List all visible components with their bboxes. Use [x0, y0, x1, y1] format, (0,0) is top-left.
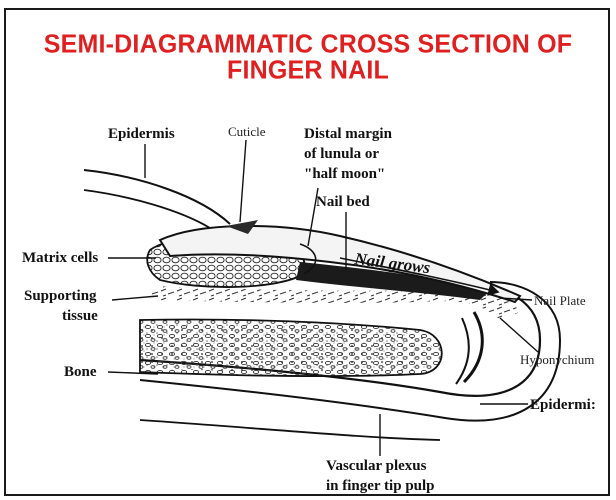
epidermis-fold	[84, 170, 230, 224]
vascular-arrow-1	[464, 312, 482, 382]
label-nail-plate: Nail Plate	[534, 293, 586, 308]
epidermis-fold-inner	[84, 190, 210, 228]
label-distal-margin-2: of lunula or	[304, 146, 379, 162]
label-cuticle: Cuticle	[228, 124, 266, 139]
label-supporting-2: tissue	[62, 308, 98, 324]
label-vascular-2: in finger tip pulp	[326, 478, 435, 494]
label-nail-bed: Nail bed	[316, 194, 370, 210]
pulp-outline	[140, 420, 440, 440]
label-matrix-cells: Matrix cells	[22, 250, 98, 266]
leader-hyponychium	[500, 318, 538, 352]
label-vascular-1: Vascular plexus	[326, 458, 427, 474]
label-bone: Bone	[64, 364, 97, 380]
label-epidermis-right: Epidermi:	[530, 397, 596, 413]
leader-cuticle	[240, 140, 246, 222]
label-distal-margin-3: "half moon"	[304, 166, 385, 182]
label-hyponychium: Hyponychium	[520, 352, 594, 367]
label-epidermis-top: Epidermis	[108, 126, 175, 142]
label-supporting-1: Supporting	[24, 288, 97, 304]
label-distal-margin-1: Distal margin	[304, 126, 393, 142]
vascular-arrow-2	[456, 318, 469, 384]
